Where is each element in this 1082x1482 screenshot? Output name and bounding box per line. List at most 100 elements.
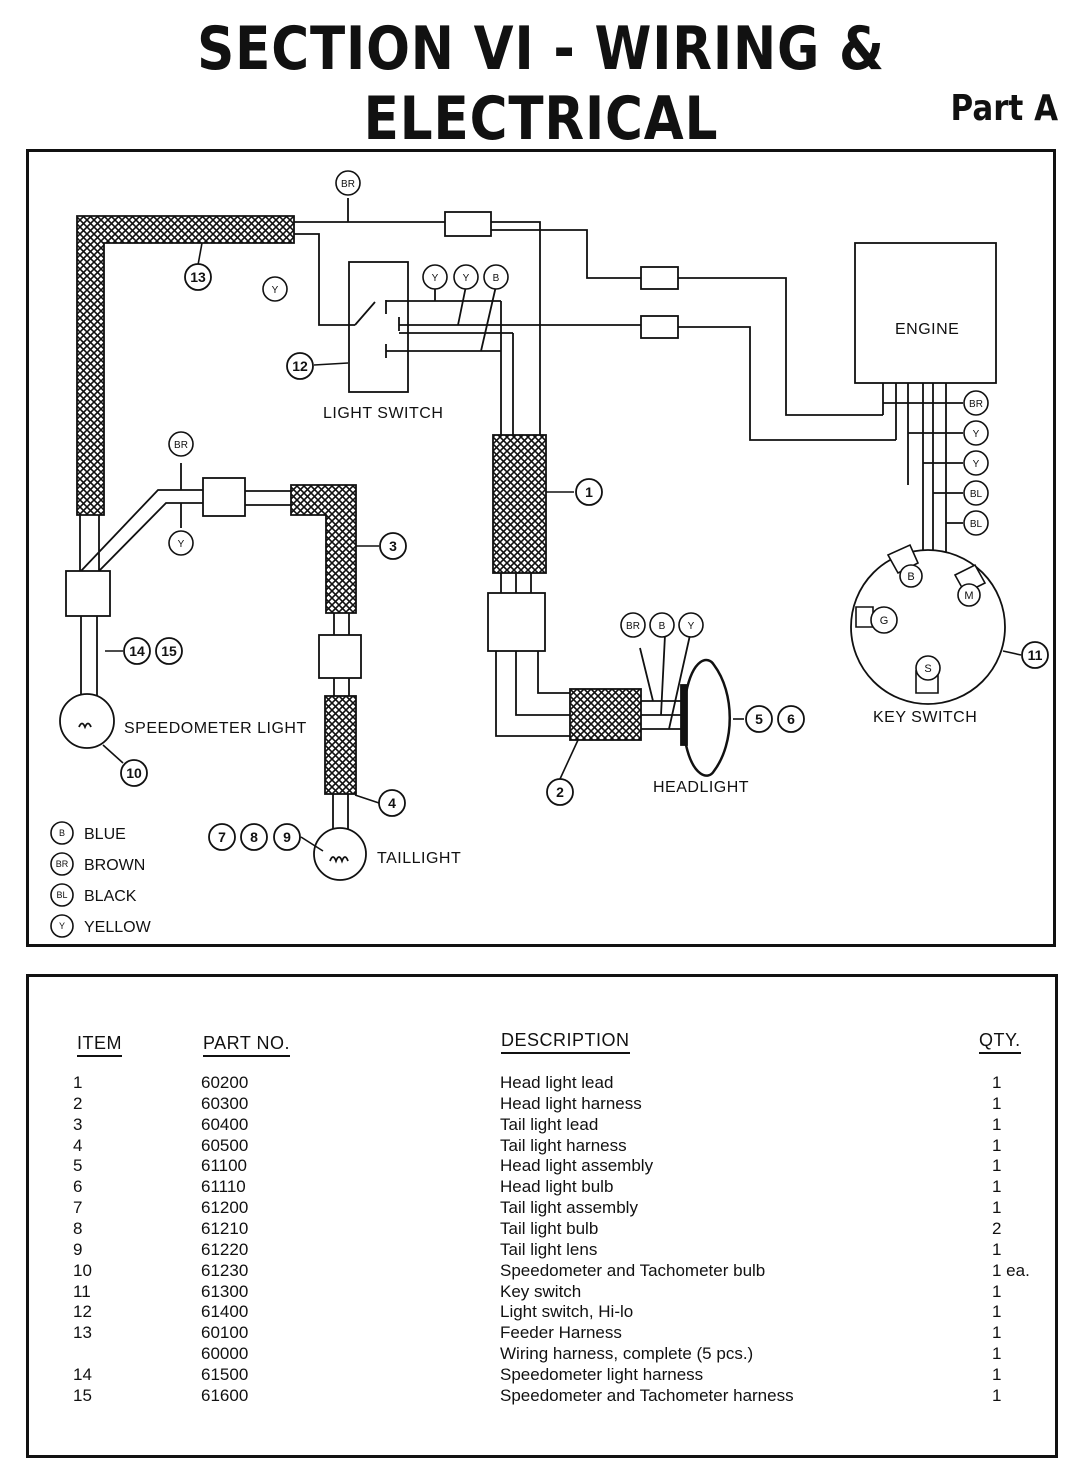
table-row: 4 60500 Tail light harness 1 — [29, 1135, 1055, 1156]
color-legend: B BR BL Y BLUE BROWN BLACK YELLOW — [50, 821, 152, 938]
headlight-rim — [680, 684, 688, 746]
head-light-harness-2 — [569, 688, 642, 741]
wiring-diagram: B M G S BR Y Y Y B BR Y BR B Y BR Y — [50, 170, 1049, 938]
cell-description: Speedometer and Tachometer bulb — [500, 1260, 766, 1280]
engine-leads — [882, 383, 963, 585]
speedometer-bulb — [59, 693, 115, 749]
cell-item: 4 — [73, 1135, 83, 1155]
legend-code-br: BR — [56, 859, 69, 869]
cell-part-no: 60500 — [201, 1135, 249, 1155]
label-headlight: HEADLIGHT — [653, 779, 749, 796]
cell-part-no: 61500 — [201, 1364, 249, 1384]
cell-qty: 1 — [992, 1198, 1002, 1218]
key-switch-term-g: G — [880, 615, 889, 627]
tail-light-harness-4 — [324, 695, 357, 795]
callout-15: 15 — [161, 643, 177, 659]
header-part-no: PART NO. — [203, 1033, 291, 1057]
cell-qty: 1 — [992, 1281, 1002, 1301]
cell-description: Tail light harness — [500, 1135, 627, 1155]
head-light-lead-1 — [492, 434, 547, 574]
cell-qty: 1 — [992, 1135, 1002, 1155]
callout-7: 7 — [218, 829, 226, 845]
connector-tail — [318, 634, 362, 679]
cell-item: 3 — [73, 1114, 83, 1134]
header-description: DESCRIPTION — [501, 1030, 630, 1054]
key-switch-term-m: M — [964, 590, 973, 602]
cell-item: 2 — [73, 1093, 83, 1113]
cell-qty: 1 — [992, 1114, 1002, 1134]
tag-y-headlight: Y — [688, 621, 695, 632]
callout-14: 14 — [129, 643, 145, 659]
header-item: ITEM — [77, 1033, 122, 1057]
label-engine: ENGINE — [895, 321, 959, 338]
cell-part-no: 61200 — [201, 1198, 249, 1218]
taillight-bulb — [313, 827, 367, 881]
cell-part-no: 61230 — [201, 1260, 249, 1280]
cell-qty: 1 — [992, 1239, 1002, 1259]
switch-to-harness-wires — [500, 301, 541, 435]
callout-12: 12 — [292, 358, 308, 374]
legend-code-b: B — [59, 828, 65, 838]
cell-item: 1 — [73, 1073, 83, 1092]
cell-item: 15 — [73, 1385, 92, 1405]
legend-name-black: BLACK — [84, 888, 137, 905]
cell-item: 6 — [73, 1177, 83, 1197]
feeder-harness-13 — [76, 215, 295, 516]
cell-qty: 1 — [992, 1156, 1002, 1176]
header-qty: QTY. — [979, 1030, 1021, 1054]
wire-to-engine-2 — [399, 324, 896, 441]
cell-description: Speedometer and Tachometer harness — [500, 1385, 794, 1405]
cell-part-no: 61210 — [201, 1218, 249, 1238]
cell-item: 11 — [73, 1281, 91, 1301]
legend-name-blue: BLUE — [84, 826, 126, 843]
tag-y-switch: Y — [272, 285, 279, 296]
cell-part-no: 61220 — [201, 1239, 249, 1259]
callout-11: 11 — [1028, 647, 1043, 663]
cell-part-no: 61400 — [201, 1302, 249, 1322]
tag-y-engine-2: Y — [973, 459, 980, 470]
speedometer-filament — [78, 722, 92, 730]
engine-box — [854, 242, 997, 384]
wire-light-switch-y — [294, 233, 355, 326]
connector-speedo-harness — [65, 570, 111, 617]
key-switch-term-s: S — [924, 663, 931, 675]
cell-description: Tail light assembly — [500, 1198, 638, 1218]
label-speedometer-light: SPEEDOMETER LIGHT — [124, 720, 307, 737]
tail-wires — [245, 490, 350, 696]
tag-y-switch-2: Y — [463, 273, 470, 284]
cell-description: Light switch, Hi-lo — [500, 1302, 634, 1322]
taillight-filament — [329, 856, 349, 864]
label-light-switch: LIGHT SWITCH — [323, 405, 443, 422]
label-key-switch: KEY SWITCH — [873, 709, 977, 726]
cell-item: 5 — [73, 1156, 83, 1176]
cell-qty: 2 — [992, 1218, 1002, 1238]
cell-description: Head light harness — [500, 1093, 642, 1113]
page-title: SECTION VI - WIRING & ELECTRICAL — [197, 14, 885, 154]
tag-br-engine: BR — [969, 399, 983, 410]
lead-wires-lower — [500, 573, 532, 593]
cell-description: Speedometer light harness — [500, 1364, 704, 1384]
cell-item: 9 — [73, 1239, 83, 1259]
legend-name-yellow: YELLOW — [84, 919, 152, 936]
cell-description: Feeder Harness — [500, 1323, 622, 1343]
headlight-housing — [684, 658, 731, 777]
tag-bl-engine-2: BL — [970, 519, 983, 530]
light-switch-contacts — [354, 300, 513, 358]
key-switch-term-b: B — [907, 571, 914, 583]
legend-code-bl: BL — [56, 890, 67, 900]
connector-speedo — [202, 477, 246, 517]
cell-description: Tail light lead — [500, 1114, 599, 1134]
label-taillight: TAILLIGHT — [377, 850, 461, 867]
connector-engine-1 — [640, 266, 679, 290]
tag-br-headlight: BR — [626, 621, 640, 632]
cell-part-no: 61110 — [201, 1177, 246, 1197]
connector-engine-2 — [640, 315, 679, 339]
cell-part-no: 60200 — [201, 1073, 249, 1092]
speedo-wires — [79, 463, 203, 572]
cell-part-no: 61300 — [201, 1281, 249, 1301]
